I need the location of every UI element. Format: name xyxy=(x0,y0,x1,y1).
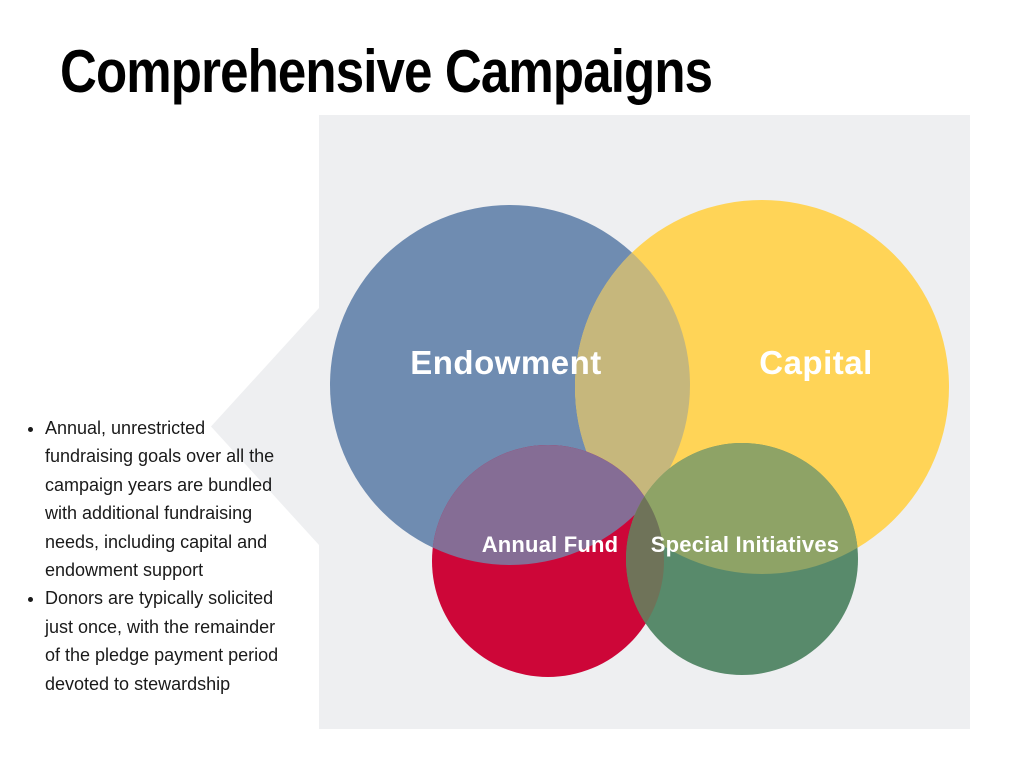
capital-special-initiatives-overlap xyxy=(626,443,858,574)
special-initiatives-label: Special Initiatives xyxy=(650,532,840,557)
capital-label: Capital xyxy=(759,344,873,381)
diagram-panel: Endowment Capital Annual Fund Special In… xyxy=(319,115,970,729)
endowment-label: Endowment xyxy=(410,344,602,381)
venn-diagram xyxy=(330,200,949,677)
bullet-item-1: Annual, unrestricted fundraising goals o… xyxy=(45,414,345,584)
bullet-list: Annual, unrestricted fundraising goals o… xyxy=(25,414,345,698)
slide-title: Comprehensive Campaigns xyxy=(60,38,713,105)
annual-fund-label: Annual Fund xyxy=(481,532,619,557)
bullet-item-2: Donors are typically solicited just once… xyxy=(45,584,345,698)
